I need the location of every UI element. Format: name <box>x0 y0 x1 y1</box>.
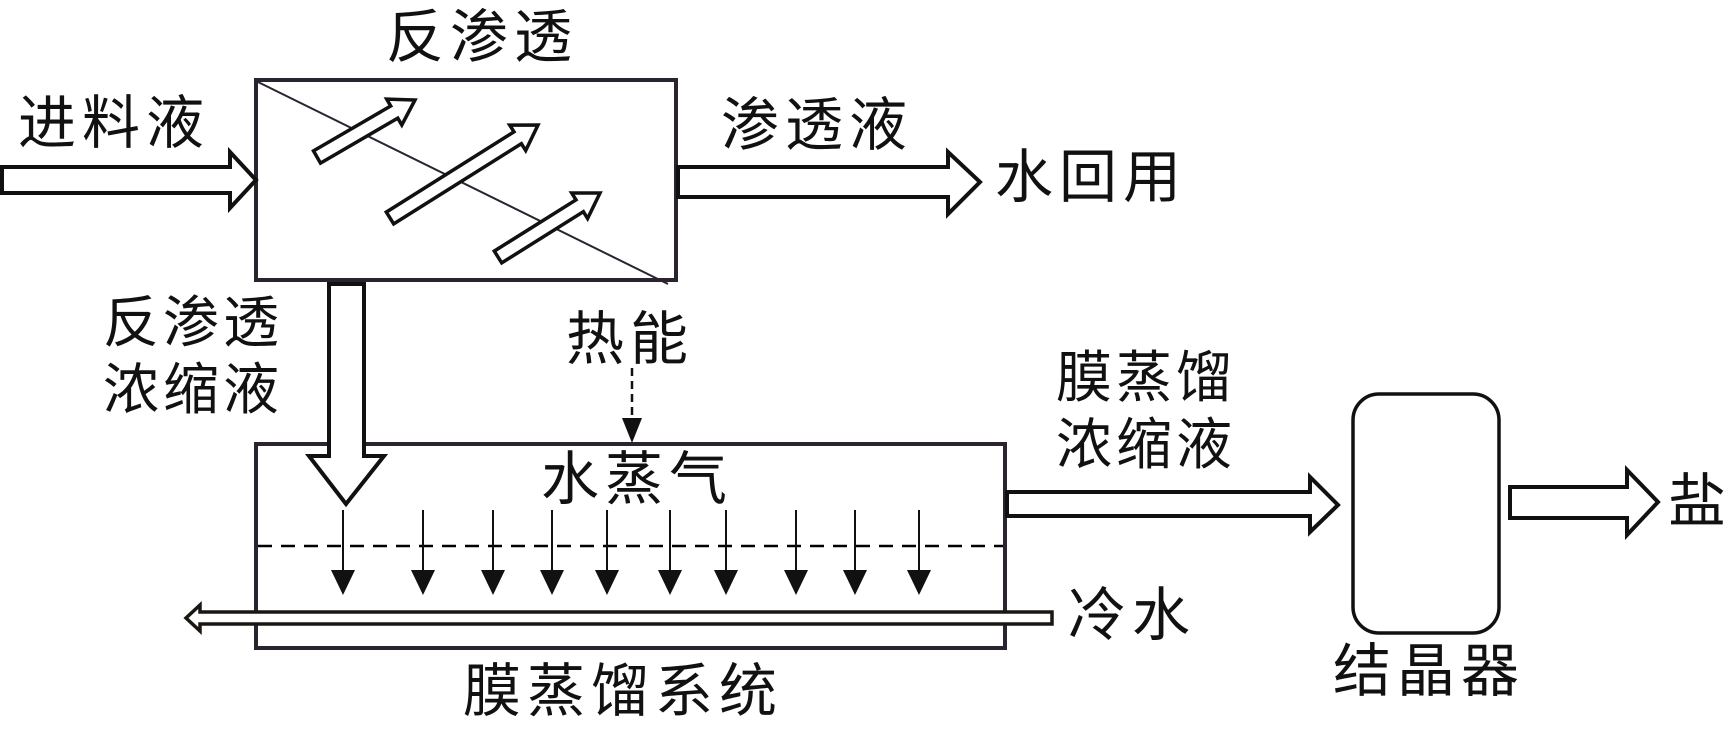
permeation-arrow <box>383 123 541 227</box>
salt-arrow <box>1508 465 1661 541</box>
crystallizer-box <box>1351 392 1501 635</box>
vapor-arrow <box>784 510 808 595</box>
vapor-arrow <box>411 510 435 595</box>
vapor-arrow <box>907 510 931 595</box>
crystallizer-label: 结晶器 <box>1333 637 1526 705</box>
permeate-label: 渗透液 <box>721 91 914 159</box>
water-reuse-label: 水回用 <box>995 143 1188 211</box>
vapor-label: 水蒸气 <box>541 445 734 513</box>
vapor-arrow <box>843 510 867 595</box>
vapor-arrow <box>331 510 355 595</box>
vapor-arrow <box>595 510 619 595</box>
md-concentrate-arrow <box>1005 472 1341 537</box>
permeate-arrow <box>676 147 983 219</box>
permeation-arrow <box>311 97 418 166</box>
md-system-label: 膜蒸馏系统 <box>463 657 784 725</box>
cold-water-arrow <box>183 600 1054 636</box>
vapor-arrow <box>540 510 564 595</box>
cold-water-label: 冷水 <box>1068 581 1197 649</box>
ro-concentrate-arrow <box>304 282 389 508</box>
feed-label: 进料液 <box>18 89 211 157</box>
permeation-arrow <box>491 191 603 266</box>
ro-concentrate-label: 反渗透 浓缩液 <box>103 291 283 423</box>
heat-label: 热能 <box>566 305 695 373</box>
vapor-arrow <box>481 510 505 595</box>
heat-arrow <box>622 368 642 443</box>
md-concentrate-label: 膜蒸馏 浓缩液 <box>1056 346 1236 478</box>
vapor-arrow <box>714 510 738 595</box>
feed-arrow <box>0 146 259 214</box>
vapor-arrows <box>331 510 931 595</box>
vapor-arrow <box>658 510 682 595</box>
ro-title: 反渗透 <box>386 3 579 71</box>
salt-label: 盐 <box>1668 467 1733 535</box>
ro-membrane-diagonal <box>257 81 669 285</box>
md-system-box <box>254 442 1007 650</box>
